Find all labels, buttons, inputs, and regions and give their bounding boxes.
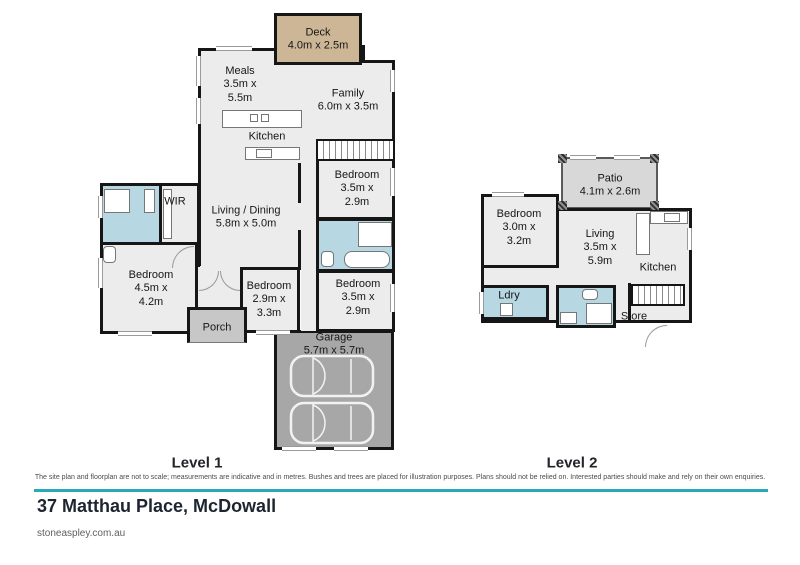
room-porch	[187, 307, 247, 343]
shower	[358, 222, 392, 247]
staircase-level1	[316, 139, 395, 161]
toilet	[582, 289, 598, 300]
window	[570, 155, 596, 160]
toilet	[321, 251, 334, 267]
agency-website: stoneaspley.com.au	[37, 528, 126, 539]
room-label-deck: Deck 4.0m x 2.5m	[287, 26, 349, 52]
staircase-level2	[631, 284, 685, 306]
sink	[261, 114, 269, 122]
property-address: 37 Matthau Place, McDowall	[37, 496, 277, 516]
sink	[250, 114, 258, 122]
room-label-garage: Garage 5.7m x 5.7m	[303, 331, 365, 357]
room-label-meals: Meals 3.5m x 5.5m	[223, 64, 257, 104]
room-bedroom-bottom-right	[316, 270, 395, 332]
cooktop	[664, 213, 680, 222]
hallway	[301, 163, 316, 331]
toilet	[103, 246, 116, 263]
room-label-living-level2: Living 3.5m x 5.9m	[583, 227, 617, 267]
window	[614, 155, 640, 160]
window	[196, 98, 201, 124]
patio-post	[650, 201, 659, 210]
garage-door-opening	[282, 446, 316, 451]
patio-post	[650, 154, 659, 163]
room-deck	[274, 13, 362, 65]
wall-segment	[298, 163, 301, 203]
disclaimer-text: The site plan and floorplan are not to s…	[34, 474, 766, 481]
vanity	[560, 312, 577, 324]
wardrobe-shelf	[163, 189, 172, 239]
room-label-kitchen: Kitchen	[248, 130, 286, 143]
room-laundry	[481, 285, 549, 320]
patio-post	[558, 201, 567, 210]
level1-title: Level 1	[171, 454, 223, 472]
washing-machine	[500, 303, 513, 316]
car-outline	[289, 354, 375, 398]
window	[492, 192, 524, 197]
room-patio	[561, 157, 658, 209]
room-label-family: Family 6.0m x 3.5m	[317, 87, 379, 113]
exterior-notch	[362, 45, 395, 63]
room-label-kitchen-level2: Kitchen	[639, 261, 677, 274]
window	[390, 168, 395, 196]
wall-segment	[298, 230, 301, 270]
bathtub	[344, 251, 390, 268]
room-label-wir: WIR	[164, 195, 186, 208]
window	[479, 292, 484, 314]
window	[687, 228, 692, 250]
window	[118, 331, 152, 336]
room-label-laundry: Ldry	[498, 289, 520, 302]
window	[216, 46, 252, 51]
window	[98, 258, 103, 288]
room-label-bedroom-level2: Bedroom 3.0m x 3.2m	[496, 207, 542, 247]
room-label-living-dining: Living / Dining 5.8m x 5.0m	[211, 204, 281, 230]
room-label-bedroom-middle: Bedroom 2.9m x 3.3m	[246, 279, 292, 319]
kitchen-counter	[245, 147, 300, 160]
room-label-bedroom-br: Bedroom 3.5m x 2.9m	[335, 277, 381, 317]
shower	[104, 189, 130, 213]
window	[98, 196, 103, 218]
room-label-bedroom-tr: Bedroom 3.5m x 2.9m	[334, 168, 380, 208]
window	[256, 330, 290, 335]
window	[196, 56, 201, 86]
entry-door-arc	[645, 325, 667, 347]
window	[390, 284, 395, 312]
shower	[586, 303, 612, 324]
vanity	[144, 189, 155, 213]
level2-title: Level 2	[546, 454, 598, 472]
room-label-store: Store	[620, 310, 648, 323]
car-outline	[289, 401, 375, 445]
accent-divider	[34, 489, 768, 492]
patio-post	[558, 154, 567, 163]
room-label-patio: Patio 4.1m x 2.6m	[579, 172, 641, 198]
garage-door-opening	[334, 446, 368, 451]
room-label-bedroom-left: Bedroom 4.5m x 4.2m	[128, 268, 174, 308]
window	[390, 70, 395, 92]
cooktop	[256, 149, 272, 158]
room-label-porch: Porch	[202, 321, 232, 334]
kitchen-counter	[636, 213, 650, 255]
wall-segment	[628, 283, 631, 323]
entry-doorway-opening	[200, 266, 238, 272]
